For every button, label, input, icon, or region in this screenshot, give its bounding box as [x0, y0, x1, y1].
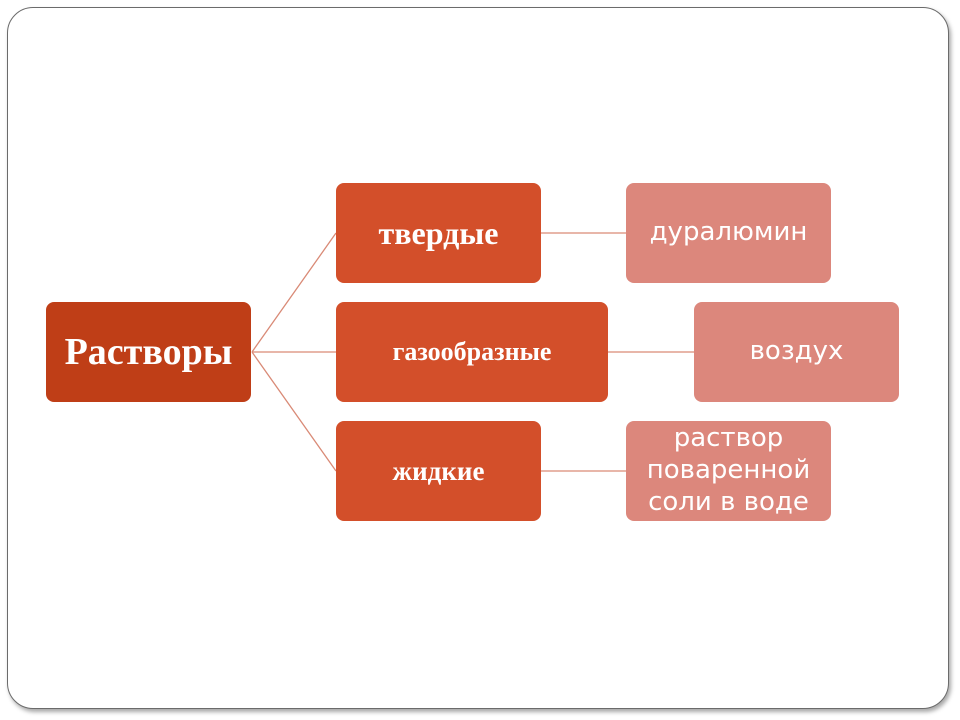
connector-root-to-tverdye: [251, 232, 337, 353]
category-node-gazoobraznye: газообразные: [336, 302, 608, 402]
example-node-label: воздух: [749, 336, 844, 367]
category-node-zhidkie: жидкие: [336, 421, 541, 521]
category-node-label: жидкие: [392, 455, 485, 486]
root-node-label: Растворы: [64, 331, 233, 373]
example-node-label: раствор поваренной соли в воде: [646, 423, 811, 517]
example-node-label: дуралюмин: [649, 217, 808, 248]
root-node: Растворы: [46, 302, 251, 402]
category-node-label: твердые: [378, 214, 499, 251]
example-node-duralyumin: дуралюмин: [626, 183, 831, 283]
category-node-tverdye: твердые: [336, 183, 541, 283]
example-node-rastvor: раствор поваренной соли в воде: [626, 421, 831, 521]
category-node-label: газообразные: [392, 337, 552, 366]
example-node-vozdukh: воздух: [694, 302, 899, 402]
connector-root-to-zhidkie: [251, 351, 337, 472]
